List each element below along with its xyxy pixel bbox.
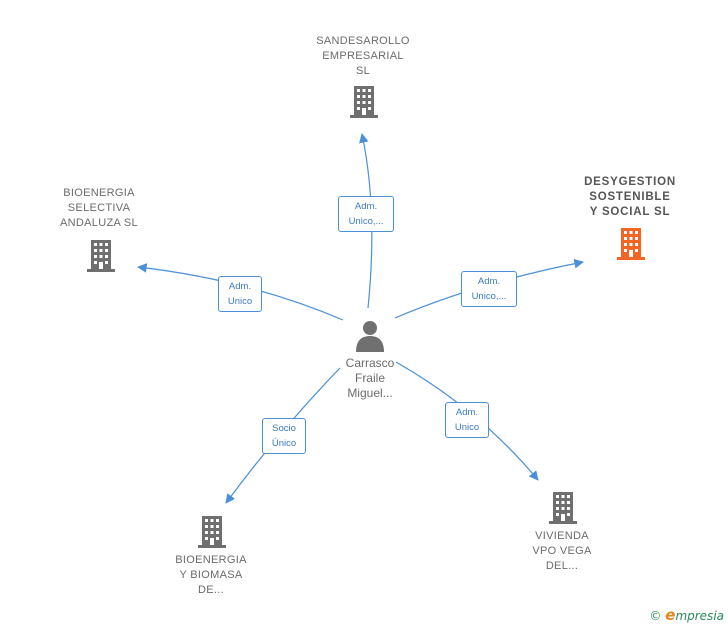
center-person-label[interactable]: Carrasco Fraile Miguel... xyxy=(345,356,395,400)
empresia-watermark: © empresia xyxy=(649,606,724,624)
edge-label-vivienda-vpo[interactable]: Adm. Unico xyxy=(445,402,489,438)
node-label-vivienda-vpo[interactable]: VIVIENDA VPO VEGA DEL... xyxy=(532,530,592,572)
edge-label-bioenergia-selectiva[interactable]: Adm. Unico xyxy=(218,276,262,312)
node-label-bioenergia-biomasa[interactable]: BIOENERGIA Y BIOMASA DE... xyxy=(175,554,247,596)
building-icon[interactable] xyxy=(196,514,228,548)
node-label-bioenergia-selectiva[interactable]: BIOENERGIA SELECTIVA ANDALUZA SL xyxy=(60,187,138,229)
node-label-sandesarollo[interactable]: SANDESAROLLO EMPRESARIAL SL xyxy=(316,35,410,77)
brand-name: mpresia xyxy=(675,609,724,623)
building-icon-highlight[interactable] xyxy=(615,226,647,260)
copyright-icon: © xyxy=(649,609,662,623)
node-label-desygestion[interactable]: DESYGESTION SOSTENIBLE Y SOCIAL SL xyxy=(584,176,676,218)
edge-label-sandesarollo[interactable]: Adm. Unico,... xyxy=(338,196,394,232)
building-icon[interactable] xyxy=(348,84,380,118)
person-icon[interactable] xyxy=(354,318,386,352)
edge-label-bioenergia-biomasa[interactable]: Socio Único xyxy=(262,418,306,454)
edge-label-desygestion[interactable]: Adm. Unico,... xyxy=(461,271,517,307)
building-icon[interactable] xyxy=(547,490,579,524)
building-icon[interactable] xyxy=(85,238,117,272)
brand-initial: e xyxy=(665,606,676,624)
